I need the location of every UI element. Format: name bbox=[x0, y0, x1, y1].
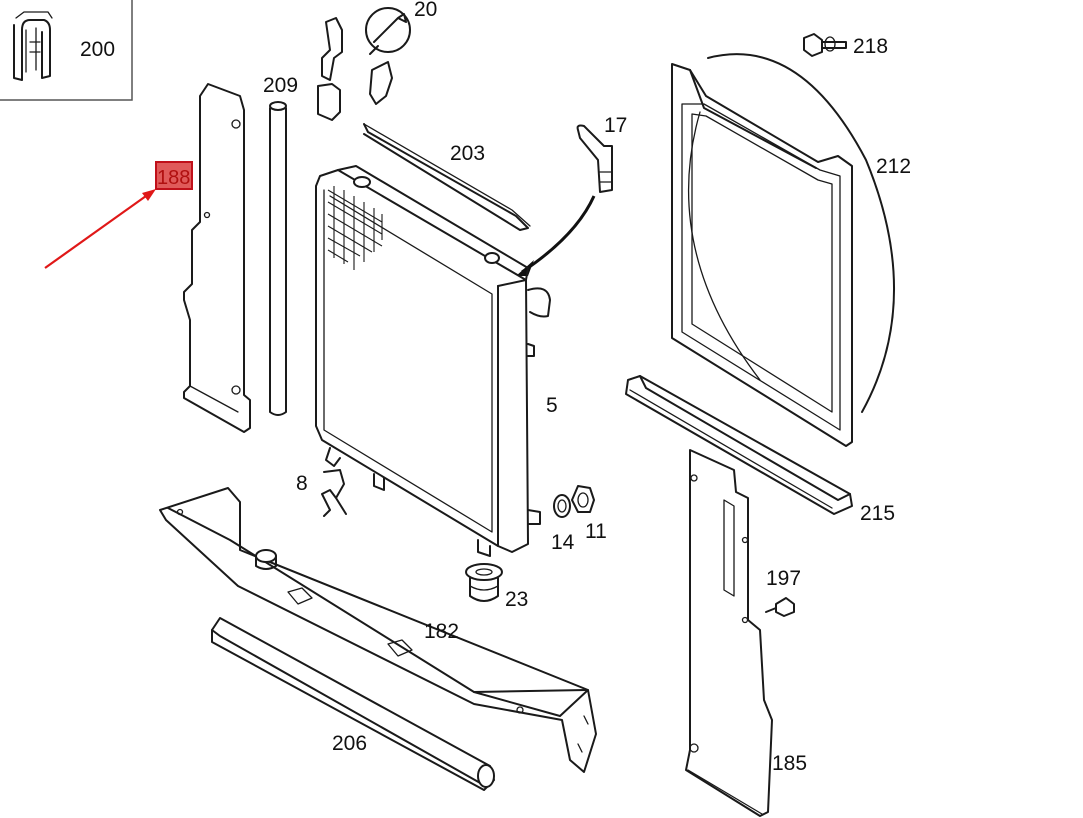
pointer-arrow bbox=[44, 189, 156, 269]
part-23-grommet[interactable] bbox=[465, 563, 503, 602]
inset-box: 200 bbox=[0, 0, 133, 101]
part-5-radiator[interactable] bbox=[315, 165, 551, 557]
part-label-203[interactable]: 203 bbox=[450, 142, 485, 165]
part-label-197[interactable]: 197 bbox=[766, 567, 801, 590]
part-label-5[interactable]: 5 bbox=[546, 394, 558, 417]
part-206-lower-strip[interactable] bbox=[211, 617, 495, 791]
radiator-core-grid bbox=[327, 186, 383, 270]
part-20-brackets[interactable] bbox=[317, 7, 411, 121]
part-label-206[interactable]: 206 bbox=[332, 732, 367, 755]
highlight-box-188 bbox=[155, 161, 193, 190]
part-17-fitting[interactable] bbox=[516, 124, 613, 277]
part-215-seal-strip[interactable] bbox=[625, 375, 853, 515]
part-218-bolt[interactable] bbox=[803, 33, 847, 57]
part-212-fan-shroud[interactable] bbox=[671, 53, 896, 447]
part-label-188[interactable]: 188 bbox=[157, 167, 190, 189]
part-label-23[interactable]: 23 bbox=[505, 588, 528, 611]
part-label-20[interactable]: 20 bbox=[414, 0, 437, 21]
part-209-rod[interactable] bbox=[269, 101, 287, 416]
part-14-washer[interactable] bbox=[553, 494, 571, 518]
part-203-strip[interactable] bbox=[363, 123, 531, 231]
part-label-182[interactable]: 182 bbox=[424, 620, 459, 643]
clip-200-icon bbox=[13, 11, 53, 81]
part-label-14[interactable]: 14 bbox=[551, 531, 575, 554]
part-188-side-panel[interactable] bbox=[183, 83, 251, 433]
part-8-clip[interactable] bbox=[321, 447, 347, 517]
part-11-nut[interactable] bbox=[571, 485, 595, 513]
part-label-17[interactable]: 17 bbox=[604, 114, 627, 137]
part-182-cross-member[interactable] bbox=[159, 487, 597, 773]
part-185-side-panel[interactable] bbox=[685, 449, 773, 817]
part-label-8[interactable]: 8 bbox=[296, 472, 308, 495]
part-label-215[interactable]: 215 bbox=[860, 502, 895, 525]
part-197-rivet[interactable] bbox=[765, 597, 795, 617]
part-label-218[interactable]: 218 bbox=[853, 35, 888, 58]
part-label-200[interactable]: 200 bbox=[80, 38, 115, 61]
part-label-209[interactable]: 209 bbox=[263, 74, 298, 97]
part-label-11[interactable]: 11 bbox=[585, 520, 607, 543]
part-label-185[interactable]: 185 bbox=[772, 752, 807, 775]
part-label-212[interactable]: 212 bbox=[876, 155, 911, 178]
